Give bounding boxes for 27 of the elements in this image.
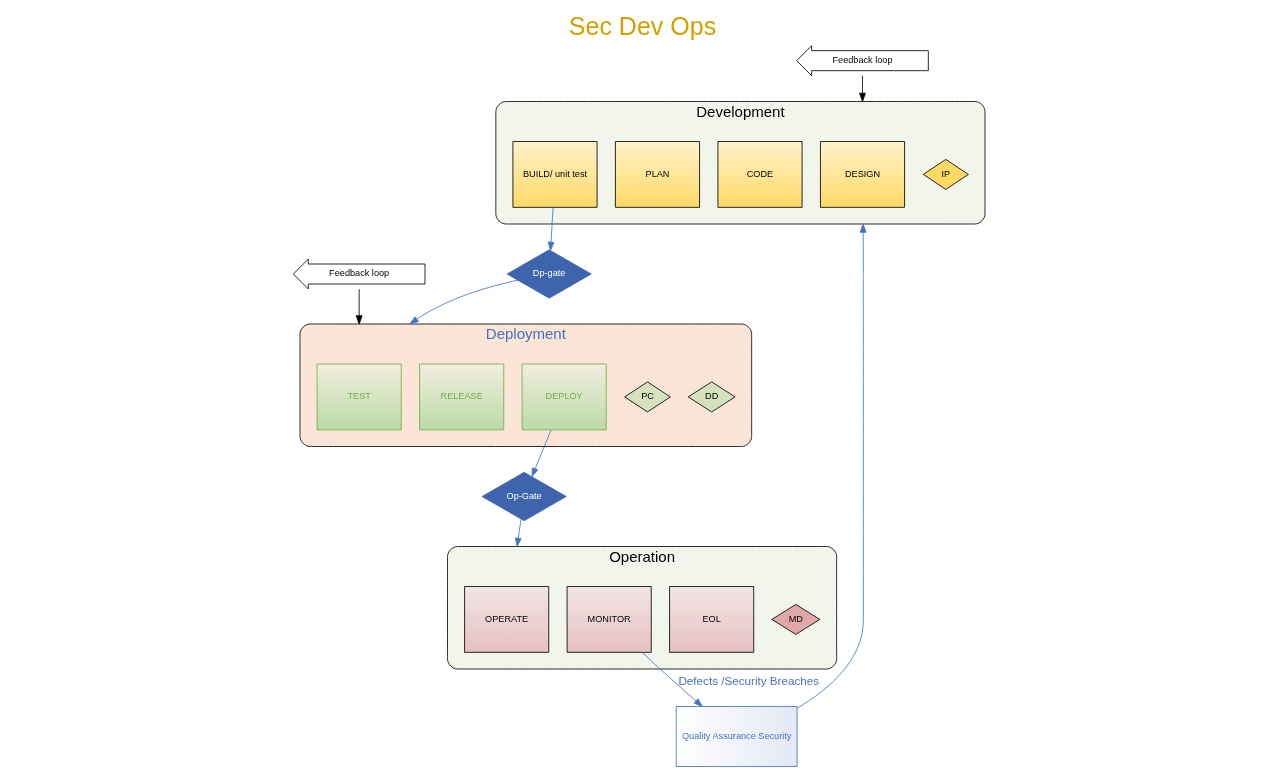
node-box: RELEASE xyxy=(419,363,505,431)
arrow xyxy=(859,75,866,102)
node-diamond: IP xyxy=(922,159,969,190)
node-diamond: Dp-gate xyxy=(506,249,592,299)
arrow xyxy=(514,518,522,547)
node-box: DEPLOY xyxy=(521,363,607,431)
arrow xyxy=(409,279,519,325)
diagram-title: Sec Dev Ops xyxy=(568,11,717,40)
arrow xyxy=(547,207,555,251)
arrow xyxy=(531,429,552,477)
node-box: PLAN xyxy=(615,141,700,208)
node-diamond: MD xyxy=(771,604,821,635)
node-box: DESIGN xyxy=(820,141,905,208)
node-box: TEST xyxy=(316,363,402,431)
arrow xyxy=(355,288,363,325)
node-box: EOL xyxy=(669,586,755,653)
node-box: CODE xyxy=(717,141,803,208)
node-box: BUILD/ unit test xyxy=(512,141,598,208)
edge-label: Defects /Security Breaches xyxy=(678,674,820,687)
node-diamond: Op-Gate xyxy=(481,471,567,522)
node-box: OPERATE xyxy=(464,586,550,653)
arrow xyxy=(641,652,703,707)
node-diamond: DD xyxy=(687,381,736,413)
node-box: Quality Assurance Security xyxy=(675,706,798,767)
node-diamond: PC xyxy=(624,381,671,413)
node-box: MONITOR xyxy=(566,586,652,653)
arrow xyxy=(797,223,867,709)
